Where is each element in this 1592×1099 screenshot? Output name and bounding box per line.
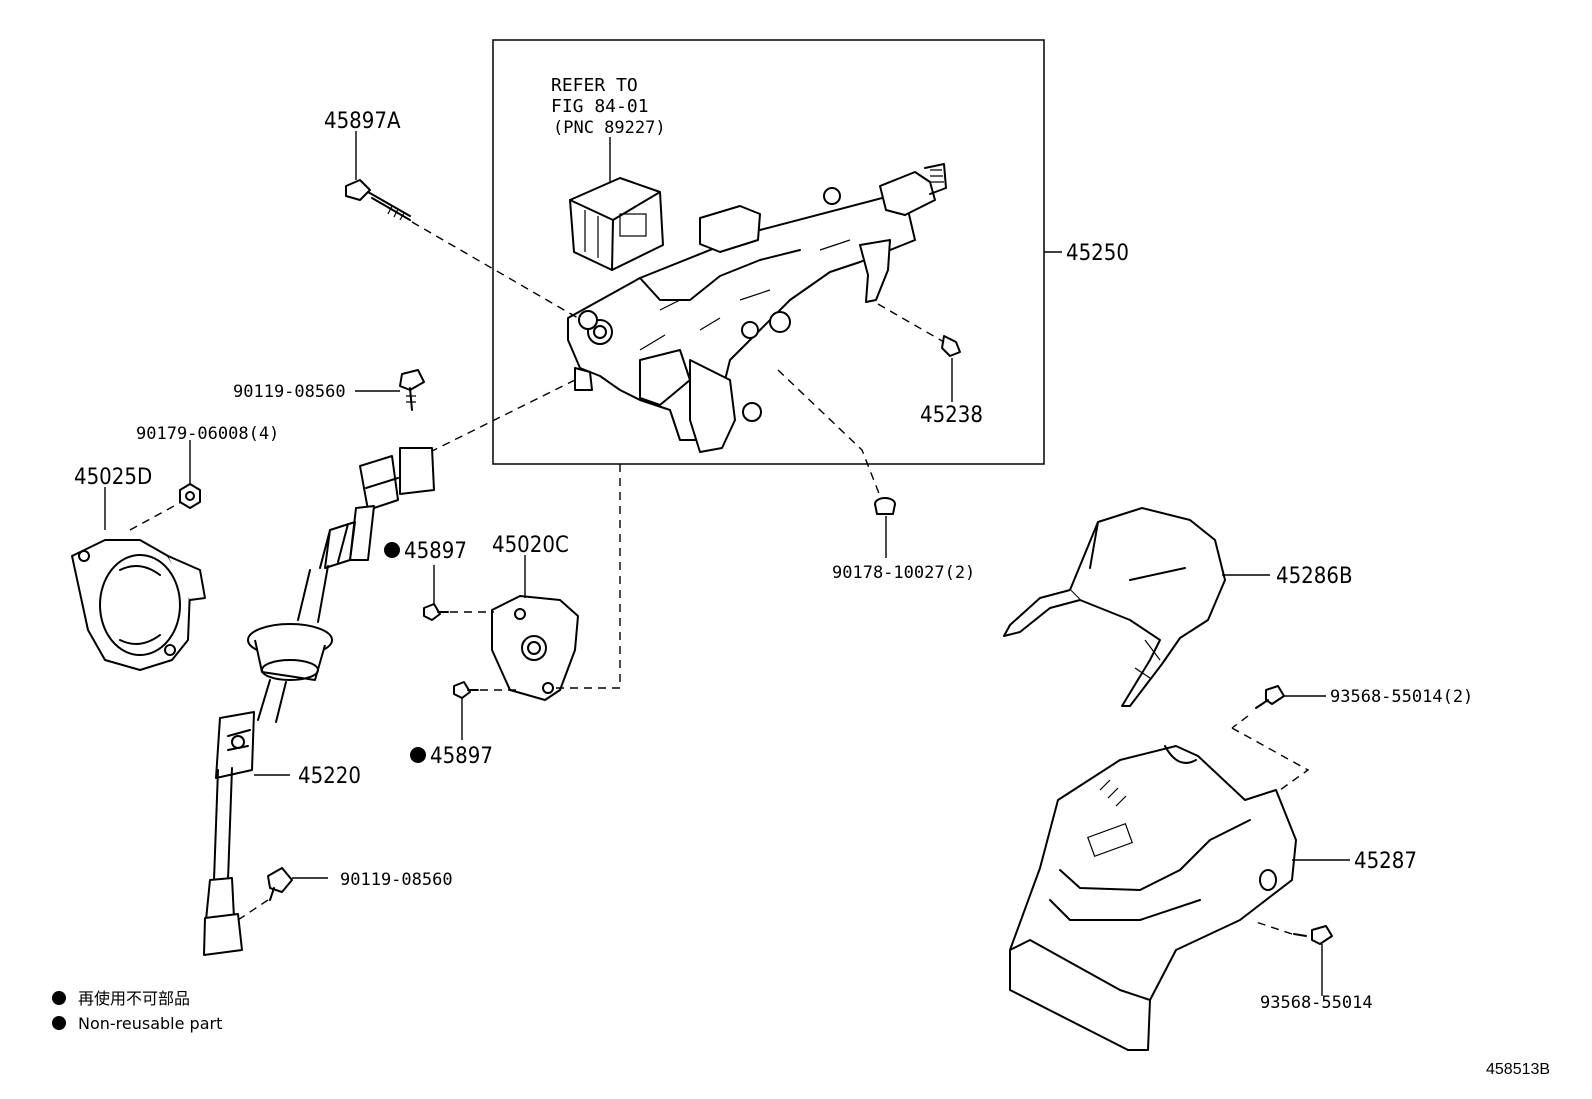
bolt-90119-top-illustration [399,369,425,411]
label-45220: 45220 [298,764,361,789]
dust-cover-45025D-illustration [71,539,206,671]
lower-cover-45287-illustration [1009,745,1297,1051]
label-45897-lower: 45897 [430,744,493,769]
screw-93568-lower-illustration [1293,925,1333,945]
nut-90179-illustration [179,483,201,509]
label-90119-08560-top: 90119-08560 [233,382,346,402]
bracket-45020C-illustration [491,595,579,701]
legend: 再使用不可部品 Non-reusable part [52,989,222,1033]
refer-note-line2: FIG 84-01 [551,96,649,117]
legend-english: Non-reusable part [78,1014,222,1033]
refer-note: REFER TO FIG 84-01 (PNC 89227) [551,75,666,183]
label-45020C: 45020C [492,533,569,558]
legend-bullet-en [52,1016,66,1030]
label-45286B: 45286B [1276,564,1353,589]
label-90119-08560-bottom: 90119-08560 [340,870,453,890]
legend-japanese: 再使用不可部品 [78,989,190,1008]
legend-bullet-jp [52,991,66,1005]
label-45897-upper: 45897 [404,539,467,564]
intermediate-shaft-illustration [203,447,435,956]
steering-column-illustration [567,163,947,453]
label-45025D: 45025D [74,465,152,490]
label-45897A: 45897A [324,109,401,134]
label-45250: 45250 [1066,241,1129,266]
upper-cover-45286B-illustration [1003,507,1226,707]
diagram-id: 458513B [1486,1061,1550,1078]
label-90178-10027: 90178-10027(2) [832,563,975,583]
label-45238: 45238 [920,403,983,428]
label-45287: 45287 [1354,849,1417,874]
label-93568-55014-2: 93568-55014(2) [1330,687,1473,707]
ecu-module-illustration [569,177,664,271]
label-93568-55014: 93568-55014 [1260,993,1373,1013]
clip-45238-illustration [941,335,961,357]
non-reusable-marker-upper [384,542,400,558]
bolt-90119-bottom-illustration [267,867,293,901]
refer-note-line1: REFER TO [551,75,638,96]
bolt-45897-upper-illustration [423,603,449,621]
screw-93568-upper-illustration [1255,685,1285,709]
bolt-45897A-illustration [345,179,411,221]
grommet-90178-illustration [874,497,896,515]
refer-note-line3: (PNC 89227) [553,118,666,138]
non-reusable-marker-lower [410,747,426,763]
bolt-45897-lower-illustration [453,681,479,699]
label-90179-06008: 90179-06008(4) [136,424,279,444]
